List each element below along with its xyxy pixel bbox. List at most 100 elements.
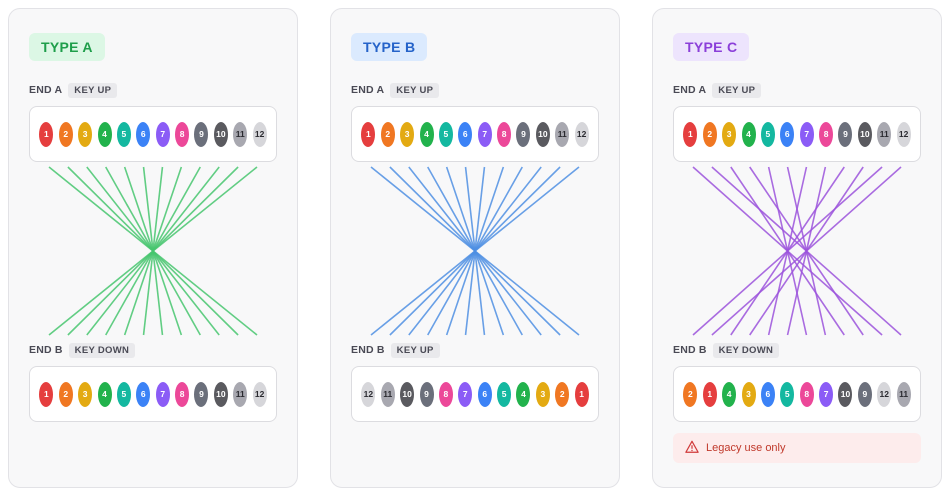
- key-orientation-tag: KEY DOWN: [68, 342, 136, 358]
- fiber-3: 3: [400, 121, 415, 147]
- fiber-3: 3: [535, 381, 550, 407]
- fiber-1: 1: [574, 381, 589, 407]
- warning-text: Legacy use only: [706, 442, 786, 454]
- fiber-12: 12: [877, 381, 892, 407]
- fiber-4: 4: [97, 381, 112, 407]
- fiber-4: 4: [722, 381, 737, 407]
- end-label: END A: [351, 84, 385, 96]
- fiber-10: 10: [857, 121, 872, 147]
- fiber-11: 11: [555, 121, 570, 147]
- fiber-7: 7: [155, 121, 170, 147]
- end-label: END A: [673, 84, 707, 96]
- fiber-7: 7: [799, 121, 814, 147]
- fiber-2: 2: [58, 381, 73, 407]
- fiber-8: 8: [175, 381, 190, 407]
- fiber-5: 5: [116, 381, 131, 407]
- end-b-header: END B KEY UP: [351, 342, 440, 358]
- fiber-1: 1: [39, 381, 54, 407]
- fiber-10: 10: [213, 381, 228, 407]
- fiber-7: 7: [477, 121, 492, 147]
- fiber-9: 9: [419, 381, 434, 407]
- fiber-1: 1: [683, 121, 698, 147]
- end-label: END B: [351, 344, 385, 356]
- fiber-6: 6: [477, 381, 492, 407]
- end-a-header: END A KEY UP: [673, 82, 762, 98]
- fiber-4: 4: [741, 121, 756, 147]
- fiber-4: 4: [419, 121, 434, 147]
- end-a-header: END A KEY UP: [351, 82, 440, 98]
- fiber-9: 9: [838, 121, 853, 147]
- fiber-10: 10: [838, 381, 853, 407]
- fiber-2: 2: [702, 121, 717, 147]
- fiber-5: 5: [497, 381, 512, 407]
- fiber-5: 5: [760, 121, 775, 147]
- fiber-6: 6: [136, 381, 151, 407]
- fiber-9: 9: [194, 381, 209, 407]
- fiber-12: 12: [252, 121, 267, 147]
- end-b-header: END B KEY DOWN: [29, 342, 136, 358]
- key-orientation-tag: KEY DOWN: [712, 342, 780, 358]
- end-b-header: END B KEY DOWN: [673, 342, 780, 358]
- end-label: END B: [29, 344, 63, 356]
- fiber-11: 11: [233, 121, 248, 147]
- fiber-5: 5: [116, 121, 131, 147]
- fiber-6: 6: [780, 121, 795, 147]
- fiber-3: 3: [78, 381, 93, 407]
- fiber-2: 2: [555, 381, 570, 407]
- fiber-11: 11: [896, 381, 911, 407]
- fiber-line-12: [711, 166, 902, 336]
- type-badge: TYPE C: [673, 33, 750, 61]
- fiber-11: 11: [380, 381, 395, 407]
- fiber-12: 12: [896, 121, 911, 147]
- key-orientation-tag: KEY UP: [390, 342, 440, 358]
- fiber-10: 10: [400, 381, 415, 407]
- fiber-10: 10: [535, 121, 550, 147]
- fiber-line-11: [692, 166, 883, 336]
- fiber-4: 4: [516, 381, 531, 407]
- fiber-5: 5: [438, 121, 453, 147]
- fiber-line-12: [48, 166, 258, 336]
- fiber-7: 7: [458, 381, 473, 407]
- fiber-3: 3: [78, 121, 93, 147]
- fiber-3: 3: [741, 381, 756, 407]
- fiber-12: 12: [252, 381, 267, 407]
- fiber-9: 9: [857, 381, 872, 407]
- end-a-header: END A KEY UP: [29, 82, 118, 98]
- key-orientation-tag: KEY UP: [68, 82, 118, 98]
- fiber-line-12: [370, 166, 580, 336]
- fiber-8: 8: [497, 121, 512, 147]
- fiber-11: 11: [877, 121, 892, 147]
- fiber-7: 7: [155, 381, 170, 407]
- key-orientation-tag: KEY UP: [390, 82, 440, 98]
- fiber-6: 6: [760, 381, 775, 407]
- fiber-crossover-lines: [692, 166, 902, 336]
- fiber-2: 2: [380, 121, 395, 147]
- fiber-9: 9: [194, 121, 209, 147]
- fiber-2: 2: [58, 121, 73, 147]
- end-label: END B: [673, 344, 707, 356]
- fiber-5: 5: [780, 381, 795, 407]
- key-orientation-tag: KEY UP: [712, 82, 762, 98]
- warning-icon: [685, 440, 699, 457]
- fiber-11: 11: [233, 381, 248, 407]
- fiber-8: 8: [819, 121, 834, 147]
- type-badge: TYPE B: [351, 33, 428, 61]
- fiber-10: 10: [213, 121, 228, 147]
- warning-banner: Legacy use only: [673, 433, 921, 463]
- fiber-2: 2: [683, 381, 698, 407]
- end-label: END A: [29, 84, 63, 96]
- fiber-9: 9: [516, 121, 531, 147]
- fiber-1: 1: [361, 121, 376, 147]
- fiber-1: 1: [39, 121, 54, 147]
- fiber-8: 8: [175, 121, 190, 147]
- fiber-crossover-lines: [48, 166, 258, 336]
- fiber-7: 7: [819, 381, 834, 407]
- fiber-12: 12: [574, 121, 589, 147]
